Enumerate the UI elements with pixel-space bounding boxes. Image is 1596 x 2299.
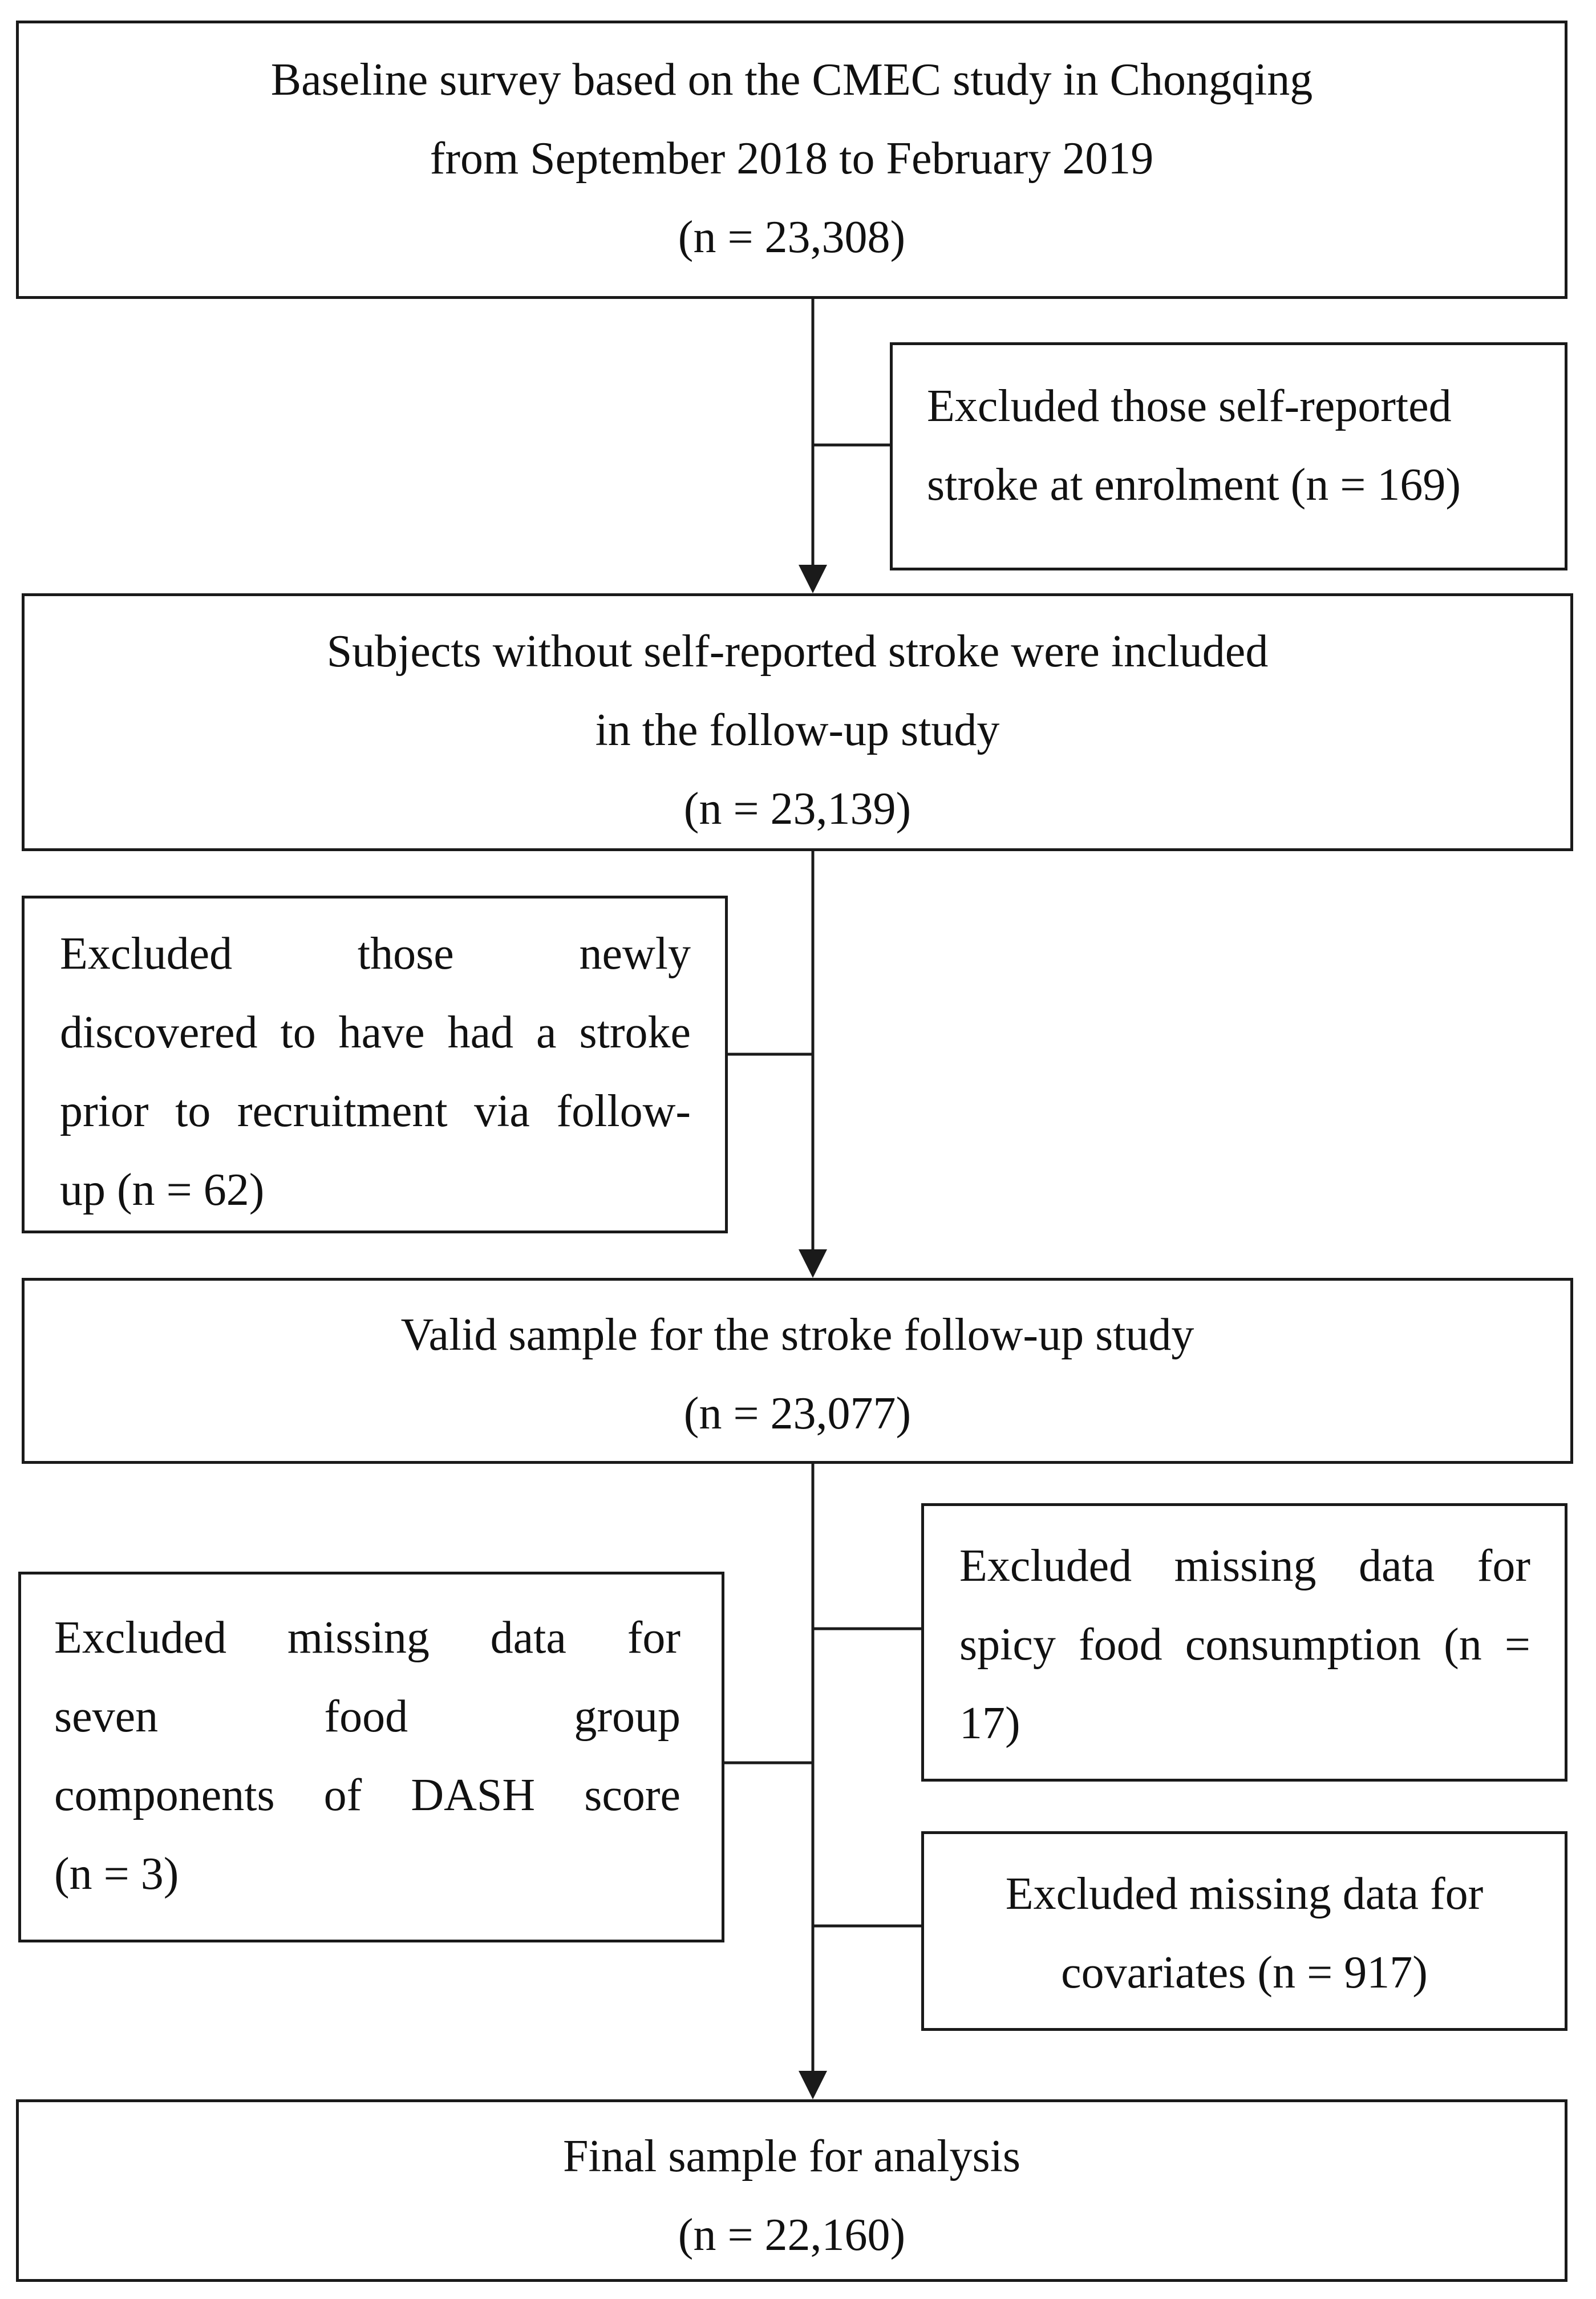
valid-sample-box: Valid sample for the stroke follow-up st… <box>22 1278 1573 1464</box>
followup-subjects-line-3: (n = 23,139) <box>683 784 912 834</box>
exclusion-spicy-food-box: Excluded missing data for spicy food con… <box>921 1503 1567 1782</box>
final-sample-box: Final sample for analysis (n = 22,160) <box>16 2099 1567 2282</box>
exclusion-covariates-line-2: covariates (n = 917) <box>1061 1948 1428 1998</box>
followup-subjects-line-1: Subjects without self-reported stroke we… <box>326 626 1269 677</box>
arrowhead-valid <box>799 1249 827 1278</box>
followup-subjects-box: Subjects without self-reported stroke we… <box>22 593 1573 851</box>
exclusion-dash-line-2: seven food group <box>54 1691 680 1742</box>
exclusion-spicy-food-line-3: 17) <box>959 1698 1020 1748</box>
followup-subjects-line-2: in the follow-up study <box>595 705 1000 755</box>
exclusion-prior-stroke-line-4: up (n = 62) <box>60 1165 265 1215</box>
final-sample-line-1: Final sample for analysis <box>562 2131 1021 2181</box>
exclusion-covariates-box: Excluded missing data for covariates (n … <box>921 1831 1567 2031</box>
final-sample-line-2: (n = 22,160) <box>678 2210 906 2260</box>
exclusion-spicy-food-line-2: spicy food consumption (n = <box>959 1620 1530 1670</box>
baseline-survey-box: Baseline survey based on the CMEC study … <box>16 21 1567 299</box>
exclusion-prior-stroke-line-1: Excluded those newly <box>60 929 691 979</box>
exclusion-dash-line-4: (n = 3) <box>54 1849 179 1899</box>
valid-sample-line-2: (n = 23,077) <box>683 1389 912 1439</box>
exclusion-prior-stroke-box: Excluded those newly discovered to have … <box>22 896 728 1233</box>
exclusion-spicy-food-line-1: Excluded missing data for <box>959 1541 1530 1591</box>
baseline-line-3: (n = 23,308) <box>678 212 906 262</box>
exclusion-dash-line-1: Excluded missing data for <box>54 1613 680 1663</box>
exclusion-stroke-enrolment-line-2: stroke at enrolment (n = 169) <box>927 460 1461 510</box>
exclusion-covariates-line-1: Excluded missing data for <box>1005 1869 1484 1919</box>
exclusion-prior-stroke-line-3: prior to recruitment via follow- <box>60 1086 691 1136</box>
valid-sample-line-1: Valid sample for the stroke follow-up st… <box>400 1310 1194 1360</box>
exclusion-dash-line-3: components of DASH score <box>54 1770 680 1820</box>
exclusion-stroke-enrolment-box: Excluded those self-reported stroke at e… <box>890 342 1567 570</box>
exclusion-stroke-enrolment-line-1: Excluded those self-reported <box>927 381 1452 431</box>
exclusion-dash-box: Excluded missing data for seven food gro… <box>18 1572 724 1942</box>
arrowhead-final <box>799 2071 827 2099</box>
arrowhead-followup <box>799 565 827 593</box>
baseline-line-1: Baseline survey based on the CMEC study … <box>270 55 1313 105</box>
baseline-line-2: from September 2018 to February 2019 <box>430 133 1154 184</box>
exclusion-prior-stroke-line-2: discovered to have had a stroke <box>60 1007 691 1058</box>
